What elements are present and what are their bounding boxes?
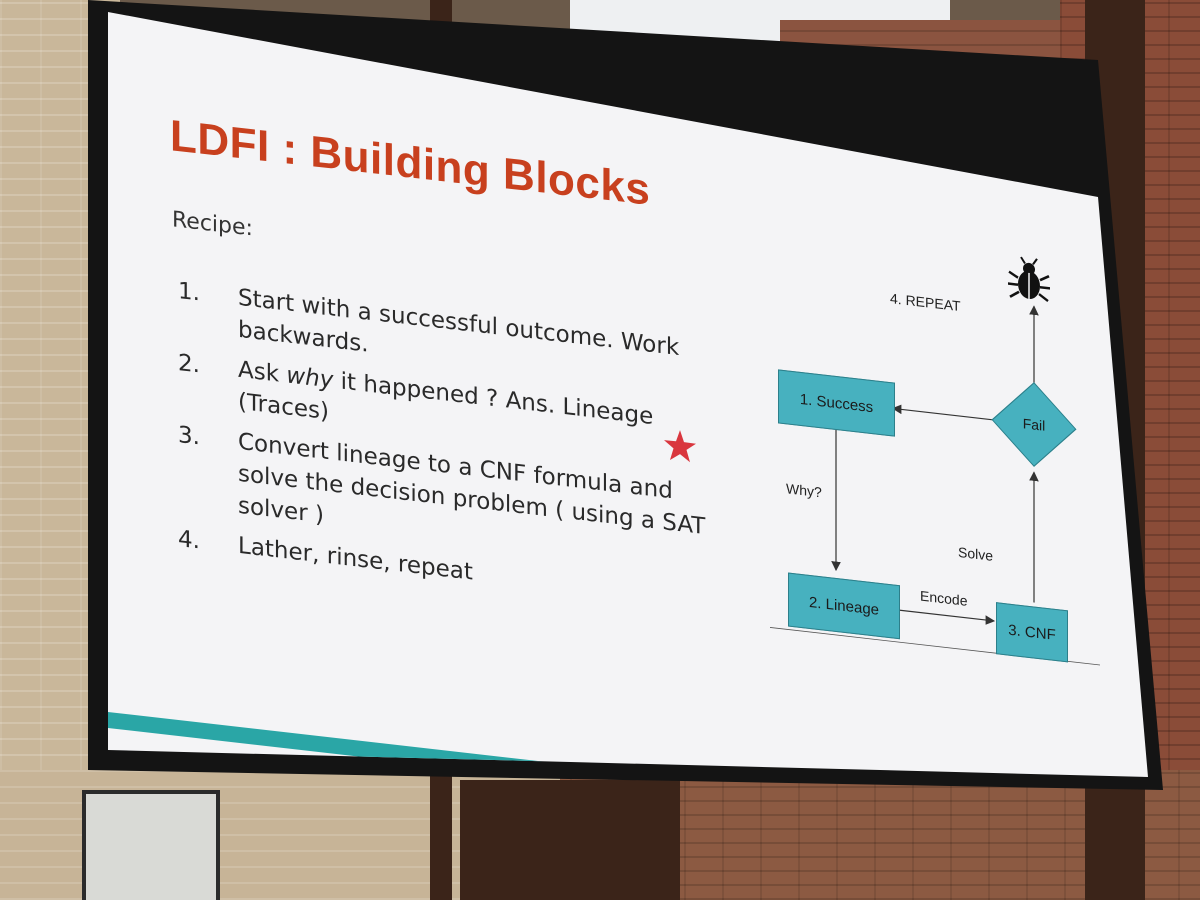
arrow-lineage-to-cnf: [900, 609, 996, 625]
fail-decision: Fail: [991, 378, 1077, 472]
bug-icon: [1008, 256, 1050, 303]
ldfi-flow-diagram: 4. REPEAT 1. Success Fail Why? Solve 2. …: [770, 256, 1100, 700]
recipe-steps: 1. Start with a successful outcome. Work…: [178, 275, 738, 627]
diagram-arrows: [770, 305, 1100, 666]
step-text: Ask: [238, 356, 287, 389]
cnf-box: 3. CNF: [996, 602, 1068, 663]
step-text: solver ): [238, 492, 324, 529]
step-text: (Traces): [238, 388, 329, 426]
step-number: 1.: [178, 277, 200, 307]
star-icon: [664, 430, 696, 463]
step-number: 4.: [178, 525, 200, 555]
window-frame-bottom: [460, 780, 680, 900]
step-number: 2.: [178, 349, 200, 379]
fail-label: Fail: [1022, 415, 1046, 434]
arrow-fail-to-success: [891, 404, 996, 421]
recipe-label: Recipe:: [172, 207, 253, 242]
step-number: 3.: [178, 421, 200, 451]
step-emphasis: why: [286, 362, 334, 394]
slide-title: LDFI : Building Blocks: [170, 111, 651, 215]
window-pane: [82, 790, 220, 900]
